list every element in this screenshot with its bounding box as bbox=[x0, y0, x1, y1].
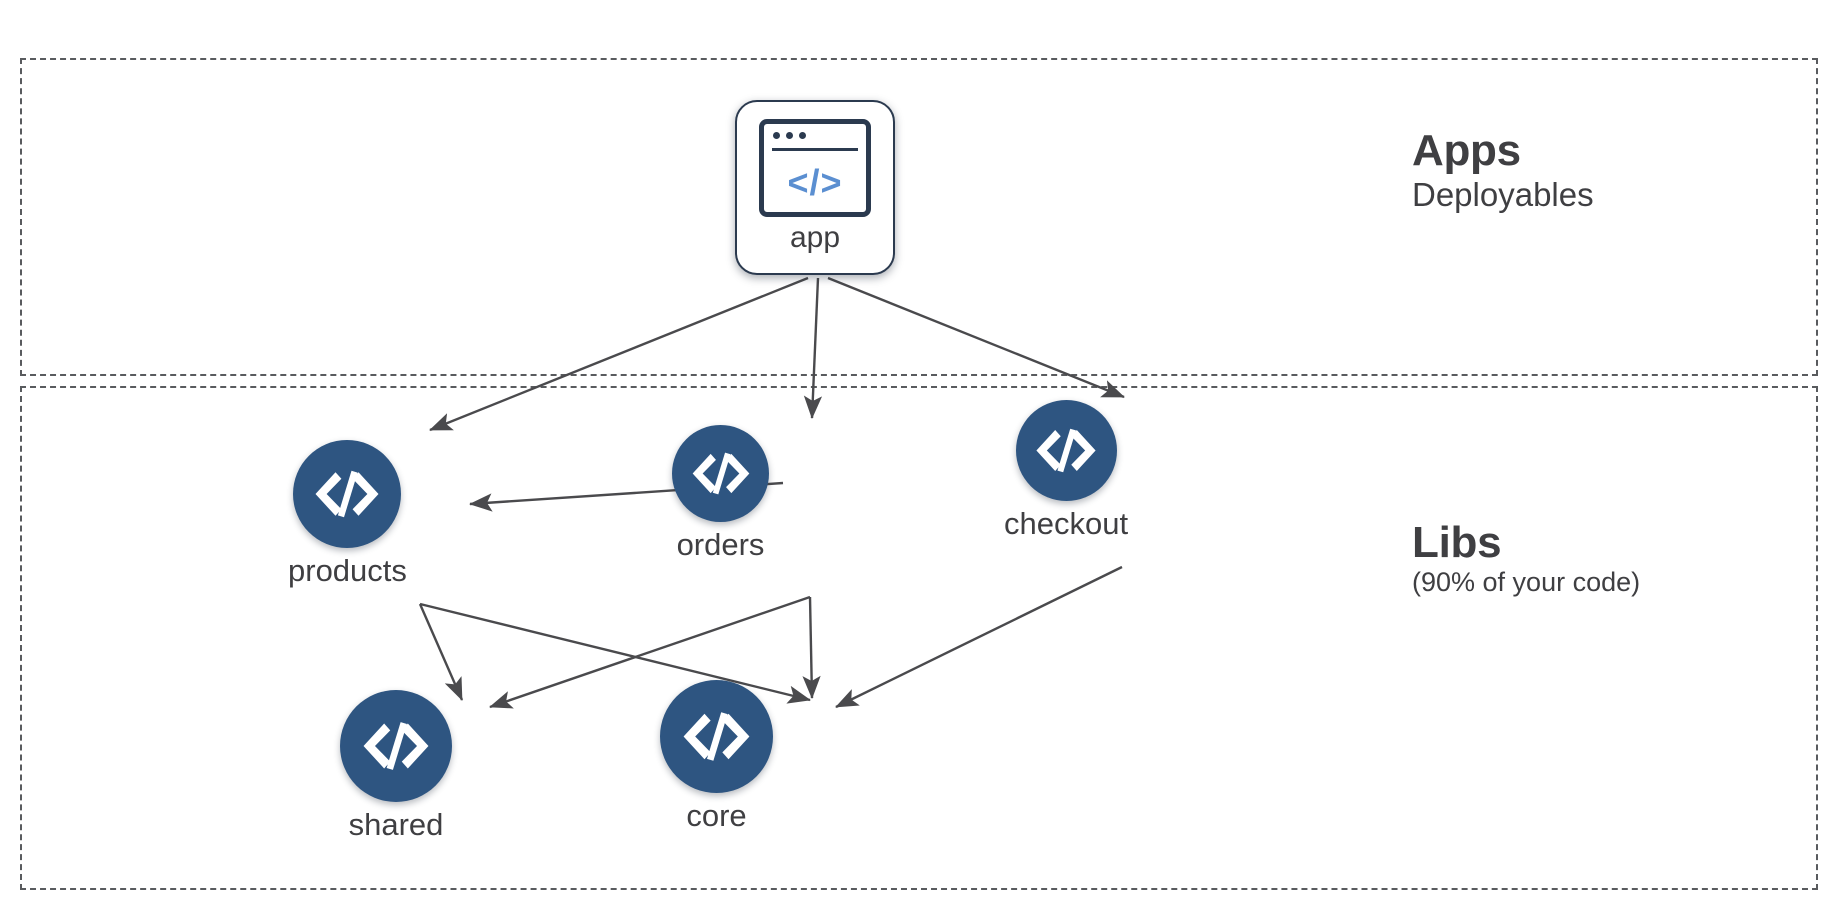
zone-apps-caption: Apps Deployables bbox=[1412, 126, 1594, 215]
node-products[interactable]: products bbox=[288, 440, 407, 588]
code-brackets-icon bbox=[340, 690, 452, 802]
browser-divider bbox=[772, 148, 858, 151]
code-brackets-icon bbox=[672, 425, 769, 522]
node-shared-label: shared bbox=[348, 807, 444, 842]
zone-libs-subtitle: (90% of your code) bbox=[1412, 567, 1641, 598]
node-orders[interactable]: orders bbox=[672, 425, 769, 562]
node-checkout[interactable]: checkout bbox=[1004, 400, 1128, 541]
node-core[interactable]: core bbox=[660, 680, 773, 833]
node-app-label: app bbox=[789, 221, 841, 254]
node-products-label: products bbox=[288, 553, 407, 588]
code-brackets-icon bbox=[660, 680, 773, 793]
node-core-label: core bbox=[686, 798, 747, 833]
zone-apps-title: Apps bbox=[1412, 126, 1521, 175]
zone-libs-caption: Libs (90% of your code) bbox=[1412, 518, 1641, 600]
node-shared[interactable]: shared bbox=[340, 690, 452, 842]
node-orders-label: orders bbox=[676, 527, 765, 562]
code-brackets-icon bbox=[1015, 400, 1117, 501]
code-brackets-icon: </> bbox=[787, 162, 843, 203]
browser-dots-icon bbox=[773, 132, 806, 139]
node-checkout-label: checkout bbox=[1004, 506, 1129, 541]
zone-apps bbox=[20, 58, 1818, 376]
zone-apps-subtitle: Deployables bbox=[1412, 176, 1594, 214]
node-app[interactable]: </> app bbox=[735, 100, 895, 275]
zone-libs-title: Libs bbox=[1412, 518, 1502, 567]
code-brackets-icon bbox=[293, 440, 402, 548]
browser-code-icon: </> bbox=[759, 119, 871, 217]
